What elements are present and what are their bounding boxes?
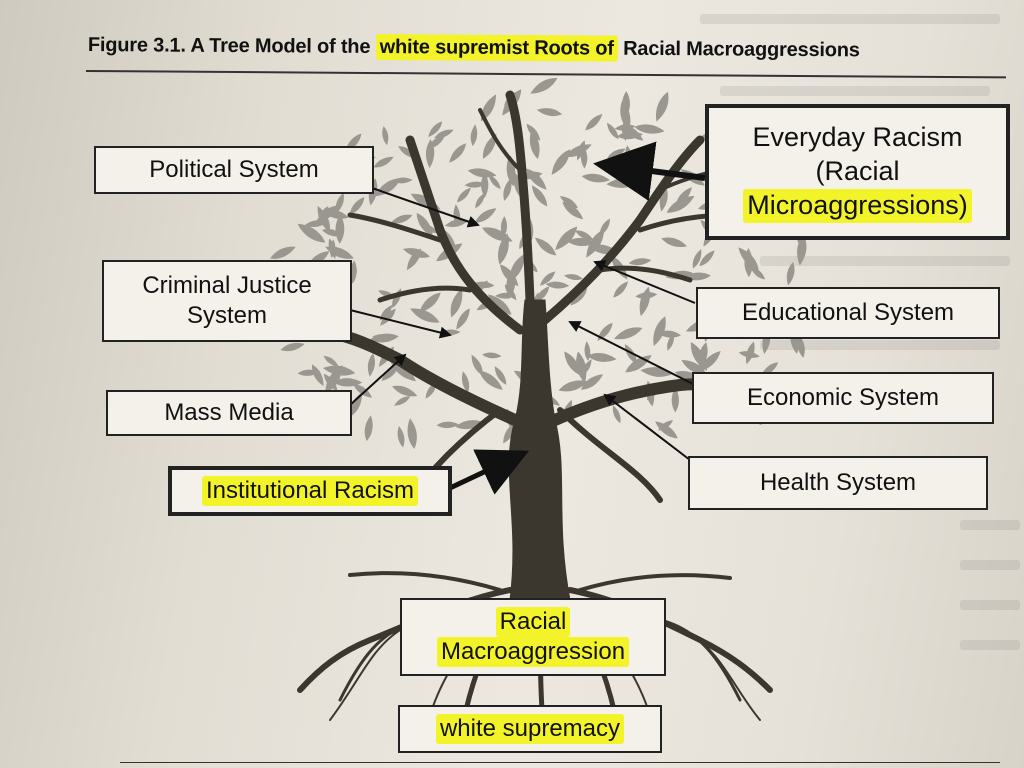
leaf — [436, 421, 460, 429]
racial-macroaggression-box: Racial Macroaggression — [400, 598, 666, 676]
leaf — [582, 111, 605, 133]
leaf — [784, 261, 797, 287]
educational-system-box: Educational System — [696, 287, 1000, 339]
economic-system-label: Economic System — [746, 384, 940, 411]
criminal-justice-box: Criminal Justice System — [102, 260, 352, 342]
racial-macroaggression-label-line2: Macroaggression — [436, 637, 630, 667]
leaf — [469, 124, 479, 147]
leaf — [612, 323, 644, 343]
leaf — [405, 417, 419, 450]
leaf — [545, 280, 570, 290]
everyday-racism-label-line1: Everyday Racism — [752, 122, 963, 153]
leaf — [371, 153, 396, 171]
leaf — [636, 285, 653, 318]
everyday-racism-box: Everyday Racism (Racial Microaggressions… — [705, 104, 1010, 240]
leaf — [690, 247, 704, 270]
leaf — [279, 340, 306, 354]
connector-lines — [349, 141, 706, 495]
everyday-racism-label-line3: Microaggressions) — [743, 188, 972, 223]
health-system-label: Health System — [759, 469, 917, 496]
leaf — [652, 418, 681, 442]
health-system-box: Health System — [688, 456, 988, 510]
bottom-rule — [120, 762, 1000, 763]
leaf — [583, 341, 591, 362]
leaf — [480, 223, 515, 246]
political-system-label: Political System — [149, 156, 319, 183]
white-supremacy-box: white supremacy — [398, 705, 662, 753]
racial-macroaggression-label-line1: Racial — [495, 607, 571, 637]
mass-media-box: Mass Media — [106, 390, 352, 436]
leaf — [536, 106, 563, 118]
economic-system-box: Economic System — [692, 372, 994, 424]
mass-media-label: Mass Media — [164, 399, 294, 426]
leaf — [652, 90, 673, 124]
leaf — [563, 272, 584, 282]
leaf — [477, 92, 500, 124]
leaf — [610, 279, 631, 300]
leaf — [362, 414, 375, 442]
tree-trunk — [334, 90, 746, 601]
political-system-box: Political System — [94, 146, 374, 194]
leaf — [660, 234, 689, 250]
leaf — [479, 131, 500, 161]
leaf — [395, 425, 407, 449]
criminal-justice-label-line1: Criminal Justice — [142, 272, 312, 299]
institutional-racism-label: Institutional Racism — [201, 476, 419, 506]
leaf — [446, 140, 469, 166]
leaf — [472, 205, 499, 226]
white-supremacy-label: white supremacy — [435, 714, 625, 744]
leaf — [605, 177, 640, 190]
everyday-racism-label-line2: (Racial — [815, 156, 900, 187]
leaf — [528, 74, 560, 98]
leaf — [532, 234, 559, 259]
leaf — [528, 182, 551, 209]
educational-system-label: Educational System — [741, 299, 955, 326]
leaf — [628, 256, 652, 267]
leaf — [634, 291, 658, 300]
leaf — [380, 125, 390, 146]
leaf — [604, 121, 621, 141]
leaf — [454, 185, 474, 205]
leaf — [366, 352, 377, 378]
leaf — [547, 146, 574, 178]
institutional-racism-box: Institutional Racism — [168, 466, 452, 516]
leaf — [481, 351, 502, 360]
leaf — [581, 172, 611, 185]
criminal-justice-label-line2: System — [186, 302, 267, 329]
